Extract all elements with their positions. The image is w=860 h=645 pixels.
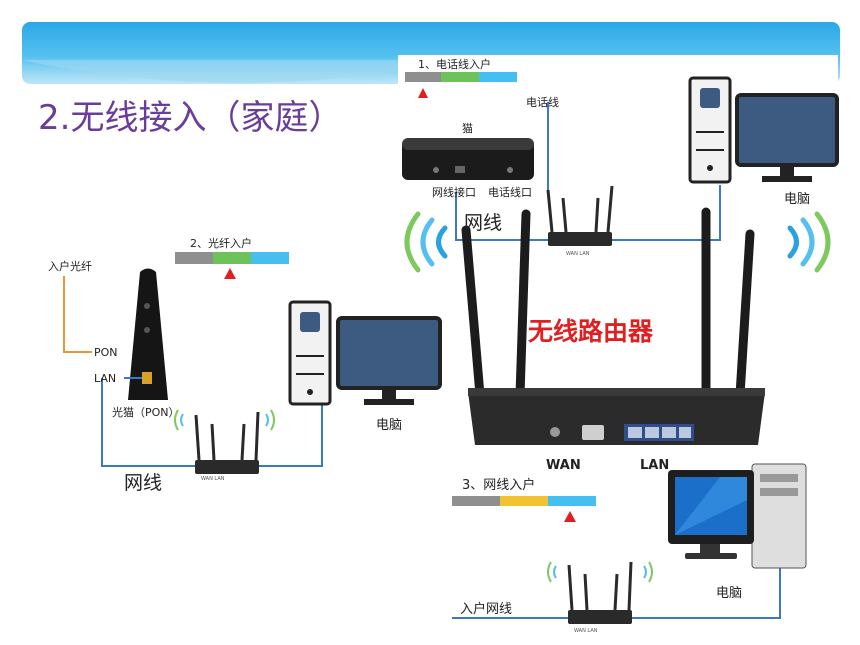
center-cable-label: 网线 xyxy=(464,212,503,234)
wifi-small-3-icon xyxy=(547,561,653,583)
svg-text:WAN LAN: WAN LAN xyxy=(201,476,225,482)
scenario2-graphic: WAN LAN xyxy=(63,252,442,482)
svg-text:WAN LAN: WAN LAN xyxy=(574,628,598,634)
in-cable-label: 入户网线 xyxy=(460,602,513,617)
banner-wave xyxy=(22,60,402,83)
svg-text:WAN LAN: WAN LAN xyxy=(566,251,590,257)
lan-port-label: LAN xyxy=(94,372,117,385)
small-router-3: WAN LAN xyxy=(567,561,633,634)
monitor-1 xyxy=(735,93,839,182)
scenario3-title: 3、网线入户 xyxy=(462,478,536,493)
slide-title: 2.无线接入（家庭） xyxy=(38,98,343,138)
pc2-label: 电脑 xyxy=(376,418,403,433)
net-port-label: 网线接口 xyxy=(432,186,476,199)
scenario3-graphic: WAN LAN xyxy=(452,463,807,634)
wan-label: WAN xyxy=(546,458,581,473)
onu-label: 光猫（PON） xyxy=(112,406,180,419)
scenario3-color-bar xyxy=(452,496,596,522)
bar1-seg2 xyxy=(441,72,479,82)
modem-label: 猫 xyxy=(462,122,473,135)
scenario2-color-bar xyxy=(175,252,289,279)
small-router-2: WAN LAN xyxy=(194,411,260,482)
phone-line-label: 电话线 xyxy=(526,96,559,109)
router-label: 无线路由器 xyxy=(528,317,654,346)
pon-label: PON xyxy=(94,346,118,359)
wifi-small-2-icon xyxy=(174,409,275,431)
scenario2-cable-label: 网线 xyxy=(124,472,163,494)
scenario2-title: 2、光纤入户 xyxy=(190,237,252,250)
scenario1-title: 1、电话线入户 xyxy=(418,58,491,71)
monitor-2 xyxy=(336,316,442,405)
scenario1-color-bar xyxy=(405,72,517,98)
modem-icon xyxy=(402,138,534,180)
wifi-waves-left-icon xyxy=(404,211,448,273)
bar1-pointer xyxy=(418,88,428,98)
wifi-waves-right-icon xyxy=(787,211,831,273)
pc3-label: 电脑 xyxy=(716,586,743,601)
pc-tower-2 xyxy=(288,300,332,406)
bar1-seg1 xyxy=(405,72,441,82)
scenario1-graphic: WAN LAN xyxy=(398,55,839,257)
pc1-label: 电脑 xyxy=(784,192,811,207)
bar1-seg3 xyxy=(479,72,517,82)
fiber-in-label: 入户光纤 xyxy=(48,260,92,273)
phone-port-label: 电话线口 xyxy=(488,186,532,199)
main-router-graphic xyxy=(404,207,831,445)
onu-device-icon xyxy=(128,268,168,400)
pc-tower-1 xyxy=(688,76,732,184)
lan-label: LAN xyxy=(640,458,670,473)
pc-3 xyxy=(668,463,807,569)
small-router-1: WAN LAN xyxy=(546,185,614,257)
